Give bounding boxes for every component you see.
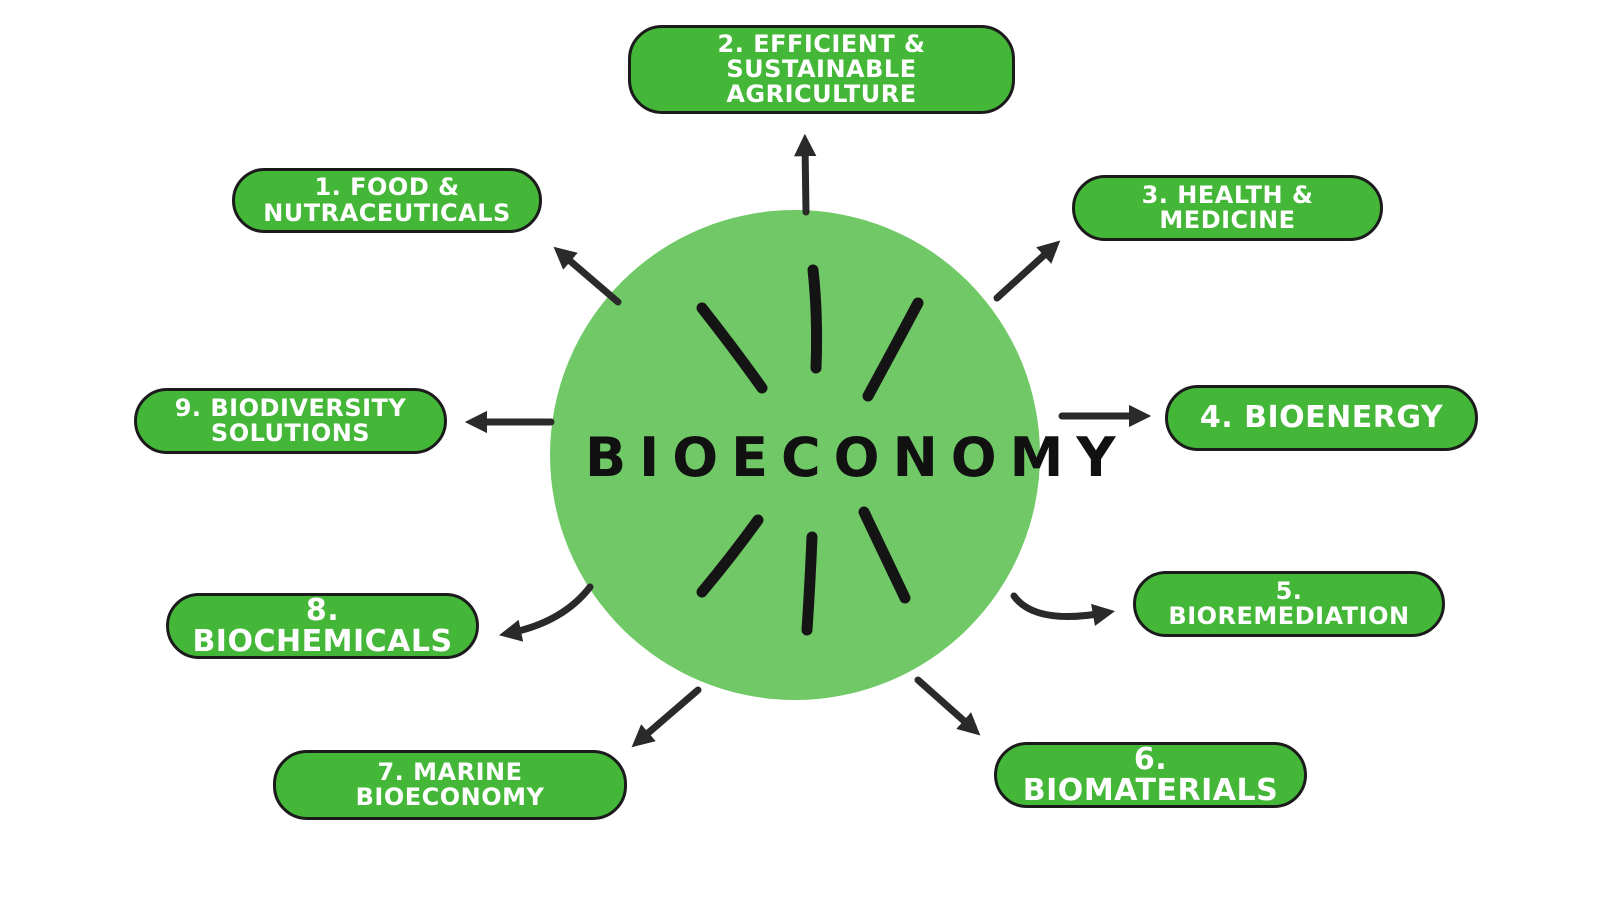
arrow-to-biomaterials: [914, 676, 981, 736]
sector-marine: 7. Marine Bioeconomy: [273, 750, 627, 820]
sunburst-rays: [696, 264, 924, 636]
arrow-to-agriculture: [793, 133, 817, 216]
sector-biodiversity-label: 9. Biodiversity Solutions: [174, 393, 407, 447]
arrow-to-marine: [631, 686, 702, 748]
sector-bioremediation: 5. Bioremediation: [1133, 571, 1445, 637]
sector-food-label: 1. Food & Nutraceuticals: [263, 173, 511, 227]
ray-bottom-right: [858, 506, 911, 604]
sector-biodiversity: 9. Biodiversity Solutions: [134, 388, 447, 454]
center-circle: [550, 210, 1040, 700]
sector-food: 1. Food & Nutraceuticals: [232, 168, 542, 233]
sector-agriculture: 2. Efficient & Sustainable Agriculture: [628, 25, 1015, 114]
sector-health: 3. Health & Medicine: [1072, 175, 1383, 241]
sector-biomaterials-label: 6. Biomaterials: [1022, 741, 1279, 808]
sector-agriculture-label: 2. Efficient & Sustainable Agriculture: [717, 29, 926, 109]
sector-marine-label: 7. Marine Bioeconomy: [355, 757, 545, 811]
arrow-to-bioremediation: [1010, 592, 1116, 626]
connector-arrows: [464, 133, 1152, 748]
ray-bottom: [801, 531, 818, 636]
sector-biomaterials: 6. Biomaterials: [994, 742, 1307, 808]
arrow-to-health: [993, 240, 1061, 302]
ray-top-left: [696, 302, 768, 394]
center-title: BIOECONOMY: [585, 426, 1129, 489]
ray-bottom-left: [696, 514, 764, 598]
sector-bioenergy: 4. Bioenergy: [1165, 385, 1478, 451]
arrow-to-food: [553, 246, 622, 306]
sector-bioremediation-label: 5. Bioremediation: [1168, 576, 1410, 630]
arrow-to-biochemicals: [499, 583, 594, 642]
sector-biochemicals: 8. Biochemicals: [166, 593, 479, 659]
sector-bioenergy-label: 4. Bioenergy: [1199, 400, 1444, 436]
sector-biochemicals-label: 8. Biochemicals: [192, 592, 453, 659]
ray-top-right: [862, 297, 924, 402]
sector-health-label: 3. Health & Medicine: [1141, 180, 1314, 234]
ray-top: [807, 264, 823, 374]
